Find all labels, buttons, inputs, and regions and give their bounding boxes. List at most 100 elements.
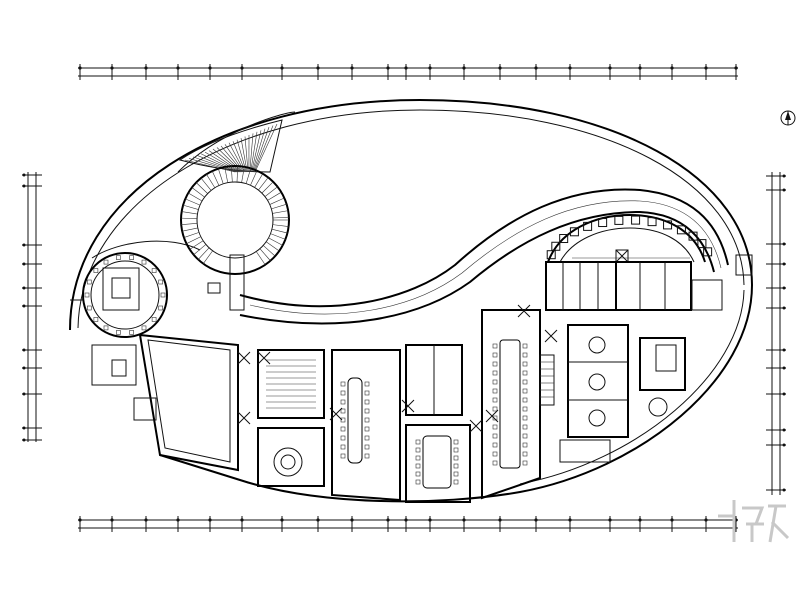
chair <box>522 442 528 448</box>
chair <box>647 217 657 227</box>
chair <box>129 255 134 260</box>
dimension-dot <box>78 518 82 522</box>
chair <box>116 330 121 335</box>
chair <box>364 390 370 396</box>
lobby-step <box>183 204 199 210</box>
lobby-step <box>267 191 282 201</box>
dimension-dot <box>782 306 786 310</box>
chair <box>522 370 528 376</box>
lobby-step <box>245 168 252 184</box>
dimension-dot <box>498 518 502 522</box>
dimension-dot <box>704 518 708 522</box>
lobby-step <box>186 236 201 244</box>
chair <box>522 343 528 349</box>
chair <box>84 292 90 298</box>
lobby-step <box>271 228 288 234</box>
fan-seat-row <box>200 153 239 173</box>
chair <box>559 234 569 244</box>
chair <box>492 361 498 367</box>
lobby-step <box>250 170 258 186</box>
lobby-step <box>206 174 216 188</box>
fan-seat-row <box>220 145 244 173</box>
chair <box>415 455 421 461</box>
north-arrow-icon <box>780 110 796 126</box>
dimension-dot <box>22 348 26 352</box>
chair <box>103 259 109 265</box>
lobby-step <box>236 166 239 183</box>
left-round-room <box>70 252 168 338</box>
fan-seat-row <box>188 158 236 173</box>
lobby-step <box>183 232 200 238</box>
chair <box>364 444 370 450</box>
chair <box>103 325 109 331</box>
dimension-dot <box>782 443 786 447</box>
lobby-step <box>197 247 210 260</box>
circular-lobby <box>180 165 290 311</box>
chair <box>141 325 147 331</box>
chair <box>141 259 147 265</box>
chair <box>340 408 346 414</box>
lobby-step <box>270 233 286 240</box>
chair <box>158 279 164 285</box>
chair <box>492 442 498 448</box>
lobby-step <box>271 203 287 210</box>
chair <box>86 305 92 311</box>
lobby-step <box>258 177 269 191</box>
lobby-step <box>241 166 245 183</box>
chair <box>453 447 459 453</box>
lobby-step <box>261 181 274 194</box>
service-block <box>545 249 753 311</box>
dimension-dot <box>78 66 82 70</box>
chair <box>116 255 121 260</box>
lobby-step <box>211 170 220 186</box>
lobby-step <box>203 250 213 264</box>
chair <box>340 417 346 423</box>
chair <box>492 352 498 358</box>
top-dimension-line <box>78 64 738 80</box>
chair <box>522 424 528 430</box>
lobby-step <box>263 245 276 257</box>
fan-seat-row <box>204 151 240 173</box>
chair <box>492 388 498 394</box>
dimension-dot <box>782 188 786 192</box>
chair <box>676 225 686 235</box>
chair <box>415 471 421 477</box>
fan-seat-row <box>244 136 249 173</box>
bottom-dimension-line <box>78 516 738 532</box>
dimension-dot <box>534 518 538 522</box>
dimension-dot <box>568 66 572 70</box>
chair <box>522 415 528 421</box>
chair <box>453 455 459 461</box>
fan-seat-row <box>252 128 266 173</box>
right-dimension-line <box>766 172 786 495</box>
fan-seat-row <box>192 156 237 173</box>
chair <box>522 379 528 385</box>
fan-seat-row <box>184 159 236 173</box>
dimension-dot <box>144 518 148 522</box>
curved-corridor <box>91 111 729 325</box>
dimension-dot <box>498 66 502 70</box>
dimension-dot <box>386 518 390 522</box>
chair <box>364 381 370 387</box>
fan-seat-row <box>253 125 274 173</box>
dimension-dot <box>638 518 642 522</box>
dimension-dot <box>22 173 26 177</box>
chair <box>453 471 459 477</box>
dimension-dot <box>350 518 354 522</box>
dimension-dot <box>110 518 114 522</box>
chair <box>340 435 346 441</box>
dimension-dot <box>316 518 320 522</box>
dimension-dot <box>386 66 390 70</box>
chair <box>598 218 608 228</box>
dimension-dot <box>240 66 244 70</box>
fan-seat-row <box>196 155 238 173</box>
chair <box>522 361 528 367</box>
fan-seat-row <box>251 130 262 173</box>
chair <box>364 417 370 423</box>
chair <box>453 439 459 445</box>
chair <box>453 479 459 485</box>
door-symbol <box>485 409 499 423</box>
chair <box>522 388 528 394</box>
chair <box>492 415 498 421</box>
